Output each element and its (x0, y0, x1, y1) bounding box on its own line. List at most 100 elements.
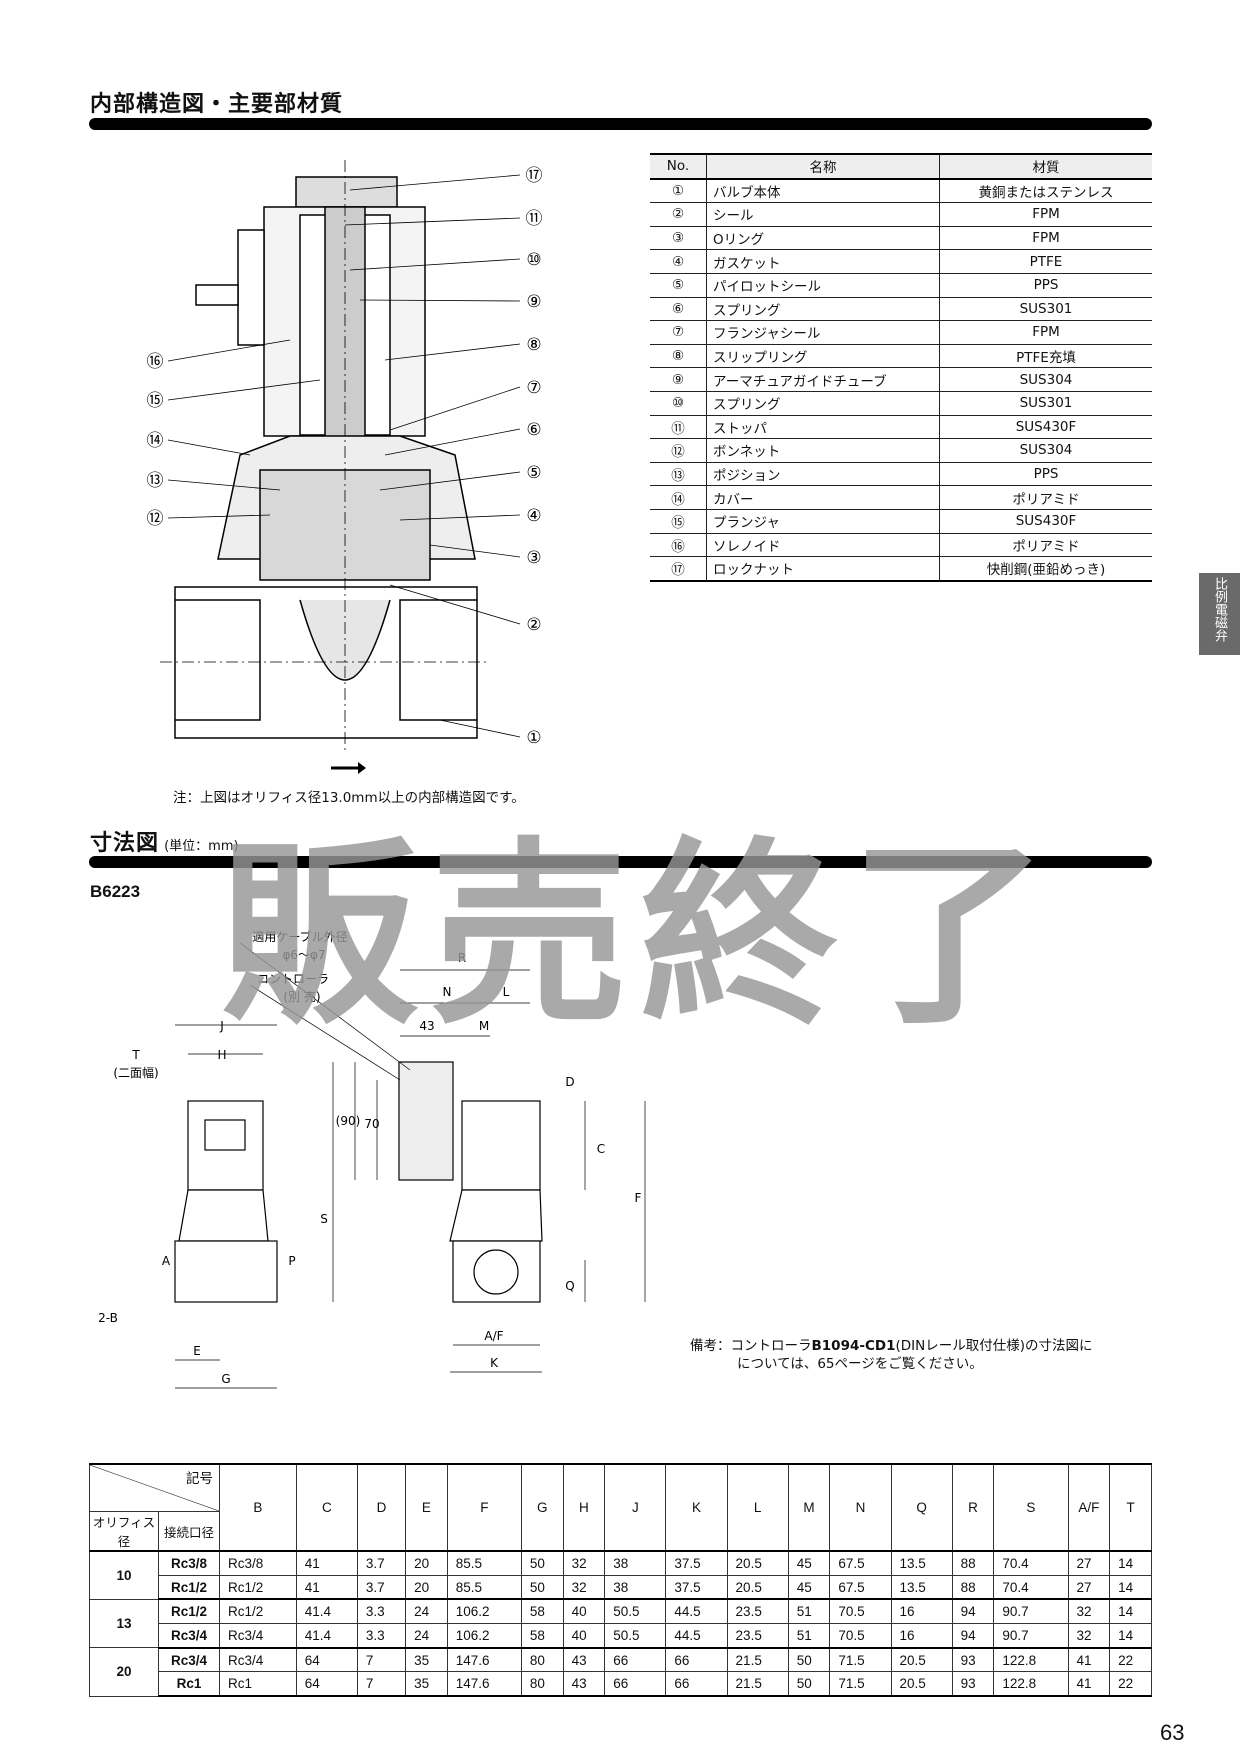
part-material: SUS430F (939, 415, 1152, 440)
dim-value-k: 44.5 (665, 1598, 728, 1625)
dim-value-f: 85.5 (446, 1574, 522, 1601)
part-material: PPS (939, 273, 1152, 298)
dim-value-d: 3.7 (356, 1549, 407, 1576)
dim-value-t: 14 (1109, 1549, 1152, 1576)
dim-C: C (597, 1142, 605, 1156)
dim-value-b: Rc3/8 (219, 1549, 297, 1576)
dim-value-h: 40 (562, 1598, 606, 1625)
dim-value-j: 38 (604, 1549, 667, 1576)
dim-value-c: 41 (295, 1549, 358, 1576)
part-material: FPM (939, 202, 1152, 227)
dim-value-n: 67.5 (829, 1574, 892, 1601)
dim-E: E (193, 1344, 201, 1358)
discontinued-watermark: 販売終了 (220, 820, 1060, 1051)
col-header: S (993, 1463, 1069, 1552)
lock-nut-shape (295, 176, 398, 208)
dim-value-g: 80 (520, 1671, 564, 1698)
part-material: PPS (939, 462, 1152, 487)
dim-value-b: Rc3/4 (219, 1623, 297, 1649)
flow-arrow-icon (358, 762, 366, 774)
part-name: スプリング (706, 297, 940, 322)
dim-value-f: 106.2 (446, 1623, 522, 1649)
dim-value-q: 13.5 (890, 1574, 953, 1601)
dim-value-h: 32 (562, 1574, 606, 1601)
dim-value-b: Rc1/2 (219, 1574, 297, 1601)
part-no: ⑬ (650, 462, 707, 487)
callout-12: ⑫ (147, 509, 164, 529)
port-cell: Rc1 (158, 1671, 220, 1698)
dim-70: 70 (364, 1117, 379, 1131)
part-no: ⑮ (650, 509, 707, 534)
remark-text: コントローラ (730, 1338, 812, 1354)
callout-7: ⑦ (526, 378, 541, 398)
dim-value-r: 94 (951, 1623, 995, 1649)
dim-T: T (131, 1048, 140, 1062)
dim-value-l: 23.5 (726, 1598, 789, 1625)
part-material: PTFE充填 (939, 344, 1152, 369)
part-no: ⑦ (650, 320, 707, 345)
dim-value-l: 21.5 (726, 1671, 789, 1698)
part-name: スプリング (706, 391, 940, 416)
dim-2B: 2-B (98, 1311, 118, 1325)
dim-G: G (221, 1372, 230, 1386)
part-name: ボンネット (706, 438, 940, 463)
dim-value-s: 70.4 (993, 1549, 1069, 1576)
dim-value-f: 106.2 (446, 1598, 522, 1625)
col-header: K (665, 1463, 728, 1552)
dim-L: L (503, 985, 510, 999)
port-header: 接続口径 (158, 1511, 220, 1552)
dimension-drawing: J H T (二面幅) A P 2-B E G 適用ケーブル外径 φ6〜φ7 コ… (98, 929, 646, 1389)
cable-range: φ6〜φ7 (282, 948, 325, 962)
port-cell: Rc3/8 (158, 1549, 220, 1576)
unit-label: (単位：mm) (164, 839, 239, 854)
dim-value-t: 14 (1109, 1598, 1152, 1625)
dim-value-b: Rc1 (219, 1671, 297, 1698)
dim-value-d: 7 (356, 1671, 407, 1698)
side-tab-proportional-valve[interactable]: 比例電磁弁 (1199, 573, 1240, 655)
dim-value-j: 66 (604, 1647, 667, 1673)
dim-43: 43 (419, 1019, 434, 1033)
dim-value-c: 64 (295, 1647, 358, 1673)
dim-value-j: 50.5 (604, 1623, 667, 1649)
dim-K: K (490, 1356, 499, 1370)
dim-value-l: 20.5 (726, 1574, 789, 1601)
cable-label: 適用ケーブル外径 (252, 929, 347, 944)
dim-value-s: 122.8 (993, 1671, 1069, 1698)
dim-value-k: 66 (665, 1647, 728, 1673)
dim-value-s: 90.7 (993, 1623, 1069, 1649)
dim-value-n: 70.5 (829, 1598, 892, 1625)
col-header-name: 名称 (706, 153, 940, 180)
port-A: A (162, 1254, 171, 1268)
dim-value-t: 22 (1109, 1647, 1152, 1673)
col-header: L (726, 1463, 789, 1552)
dim-value-g: 58 (520, 1598, 564, 1625)
part-name: プランジャ (706, 509, 940, 534)
dim-value-b: Rc3/4 (219, 1647, 297, 1673)
dim-value-e: 35 (405, 1671, 448, 1698)
dim-value-m: 50 (787, 1647, 831, 1673)
part-name: シール (706, 202, 940, 227)
part-name: パイロットシール (706, 273, 940, 298)
dim-value-m: 51 (787, 1598, 831, 1625)
dim-value-j: 50.5 (604, 1598, 667, 1625)
col-header: B (219, 1463, 297, 1552)
dim-value-l: 21.5 (726, 1647, 789, 1673)
part-no: ⑫ (650, 438, 707, 463)
callout-2: ② (526, 615, 541, 635)
callout-8: ⑧ (526, 335, 541, 355)
col-header: G (520, 1463, 564, 1552)
dim-N: N (443, 985, 452, 999)
callout-15: ⑮ (147, 391, 164, 411)
dim-value-r: 93 (951, 1647, 995, 1673)
part-no: ① (650, 178, 707, 204)
dim-value-d: 7 (356, 1647, 407, 1673)
part-no: ⑰ (650, 556, 707, 582)
part-name: ストッパ (706, 415, 940, 440)
